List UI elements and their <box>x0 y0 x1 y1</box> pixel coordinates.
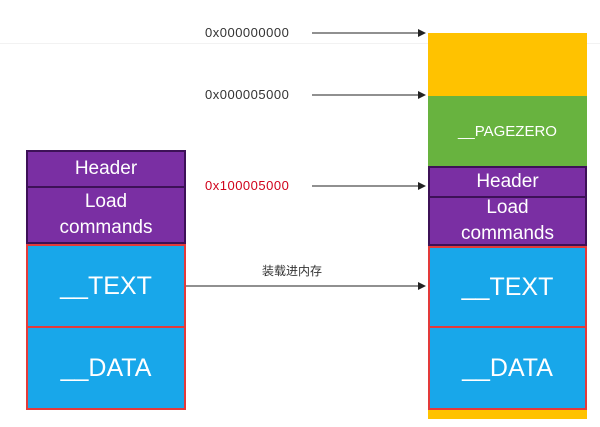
memory-bottom-region <box>428 410 587 419</box>
address-page-label: 0x000005000 <box>205 87 290 102</box>
memory-pagezero-label: __PAGEZERO <box>458 122 557 140</box>
file-header-label: Header <box>74 158 138 179</box>
top-divider-line <box>0 43 600 44</box>
file-load-commands-block: Load commands <box>26 186 186 244</box>
file-data-segment: __DATA <box>26 326 186 410</box>
memory-header-label: Header <box>476 171 539 192</box>
file-text-segment: __TEXT <box>26 244 186 328</box>
file-data-label: __DATA <box>60 353 152 382</box>
file-load-commands-label: Load commands <box>59 191 153 238</box>
memory-text-segment: __TEXT <box>428 246 587 328</box>
address-zero-label: 0x000000000 <box>205 25 290 40</box>
memory-text-label: __TEXT <box>461 272 554 301</box>
file-text-label: __TEXT <box>60 271 152 300</box>
memory-data-segment: __DATA <box>428 326 587 410</box>
file-header-block: Header <box>26 150 186 188</box>
memory-load-commands-label: Load commands <box>461 197 554 244</box>
memory-zero-region <box>428 33 587 96</box>
memory-load-commands-block: Load commands <box>428 196 587 246</box>
memory-data-label: __DATA <box>462 353 553 382</box>
address-header-label: 0x100005000 <box>205 178 290 193</box>
load-into-memory-label: 装载进内存 <box>262 264 323 278</box>
memory-header-block: Header <box>428 166 587 198</box>
memory-pagezero-block: __PAGEZERO <box>428 96 587 166</box>
